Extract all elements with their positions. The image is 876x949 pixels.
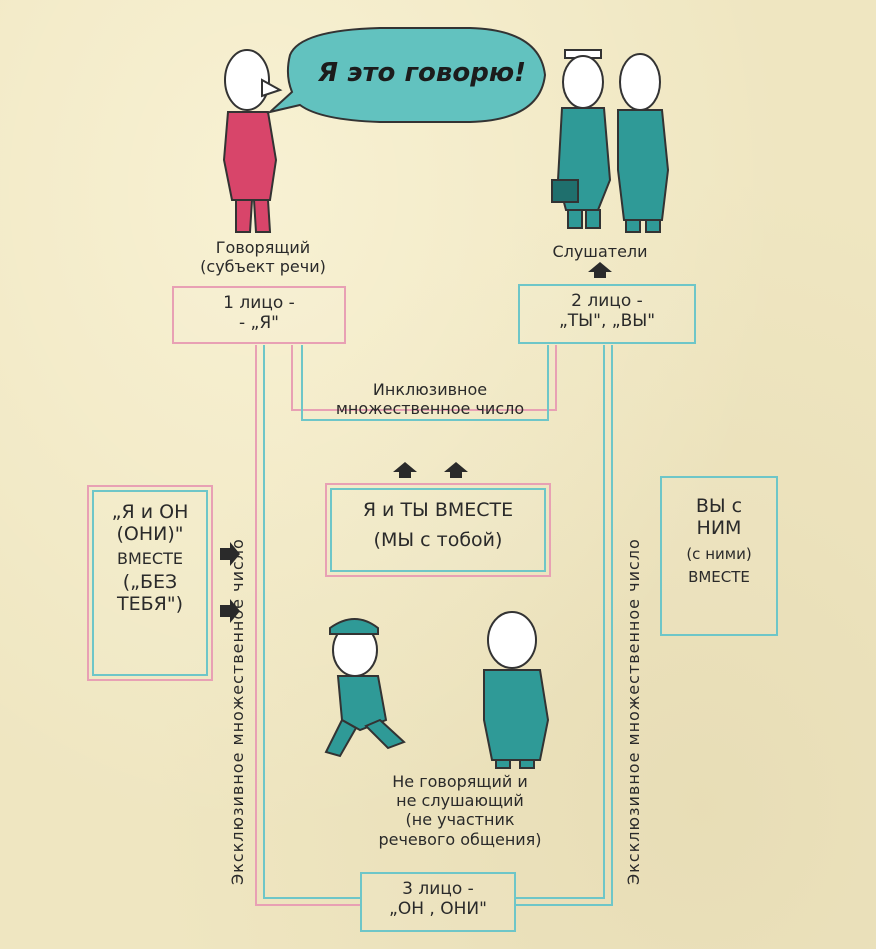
exclusive-left-line: ТЕБЯ") (117, 592, 183, 615)
speaker-label-line: (субъект речи) (200, 257, 326, 277)
non-participant-label: Не говорящий и не слушающий (не участник… (360, 772, 560, 849)
non-participant-line: (не участник (405, 810, 515, 830)
exclusive-left-line: „Я и ОН (111, 501, 189, 523)
arrow-up-icon (393, 462, 417, 478)
inclusive-label: Инклюзивное множественное число (300, 380, 560, 418)
arrow-up-icon (588, 262, 612, 278)
exclusive-left-line: ВМЕСТЕ (117, 548, 183, 568)
non-participant-line: Не говорящий и (392, 772, 528, 791)
third-person-box: 3 лицо - „ОН , ОНИ" (360, 872, 516, 932)
third-person-line: „ОН , ОНИ" (389, 898, 487, 919)
second-person-box: 2 лицо - „ТЫ", „ВЫ" (518, 284, 696, 344)
exclusive-right-line: (с ними) (686, 544, 752, 563)
listeners-label: Слушатели (552, 242, 648, 261)
listener-figure-1 (551, 49, 612, 229)
speech-bubble-text: Я это говорю! (318, 58, 526, 88)
second-person-line: „ТЫ", „ВЫ" (558, 310, 656, 331)
exclusive-vertical-right: Эксклюзивное множественное число (624, 538, 643, 885)
inclusive-label-line: множественное число (335, 399, 525, 419)
exclusive-right-line: НИМ (696, 516, 742, 539)
exclusive-left-box: „Я и ОН (ОНИ)" ВМЕСТЕ („БЕЗ ТЕБЯ") (87, 485, 213, 681)
first-person-box: 1 лицо - - „Я" (172, 286, 346, 344)
inclusive-label-line: Инклюзивное (372, 380, 488, 399)
arrow-up-icon (444, 462, 468, 478)
exclusive-right-line: ВЫ с (695, 495, 743, 517)
inclusive-box-line: (МЫ с тобой) (373, 528, 503, 551)
speaker-figure (222, 49, 283, 233)
exclusive-left-line: („БЕЗ (122, 571, 178, 594)
standing-figure (483, 611, 550, 769)
pink-exclusive-line-left (255, 345, 360, 906)
listener-figure-2 (617, 53, 670, 233)
exclusive-right-box: ВЫ с НИМ (с ними) ВМЕСТЕ (660, 476, 778, 636)
arrow-right-icon (220, 599, 240, 623)
second-person-line: 2 лицо - (571, 291, 643, 311)
teal-exclusive-line-left (263, 345, 360, 899)
pink-inclusive-line (291, 345, 557, 411)
third-person-line: 3 лицо - (402, 879, 474, 899)
exclusive-vertical-left: Эксклюзивное множественное число (228, 538, 247, 885)
first-person-line: 1 лицо - (223, 293, 295, 313)
walker-figure (324, 618, 406, 758)
teal-exclusive-line-right (515, 345, 613, 906)
first-person-line: - „Я" (239, 312, 279, 333)
exclusive-left-line: (ОНИ)" (116, 522, 184, 545)
inclusive-box: Я и ТЫ ВМЕСТЕ (МЫ с тобой) (325, 483, 551, 577)
arrow-right-icon (220, 542, 240, 566)
speech-bubble (266, 27, 547, 123)
teal-inclusive-line (301, 345, 549, 421)
speaker-label: Говорящий (субъект речи) (178, 238, 348, 276)
inclusive-box-line: Я и ТЫ ВМЕСТЕ (362, 499, 514, 521)
non-participant-line: не слушающий (396, 791, 524, 811)
non-participant-line: речевого общения) (378, 829, 542, 849)
exclusive-right-line: ВМЕСТЕ (688, 567, 750, 586)
teal-exclusive-line-right-2 (515, 345, 605, 899)
speaker-label-line: Говорящий (215, 238, 311, 257)
